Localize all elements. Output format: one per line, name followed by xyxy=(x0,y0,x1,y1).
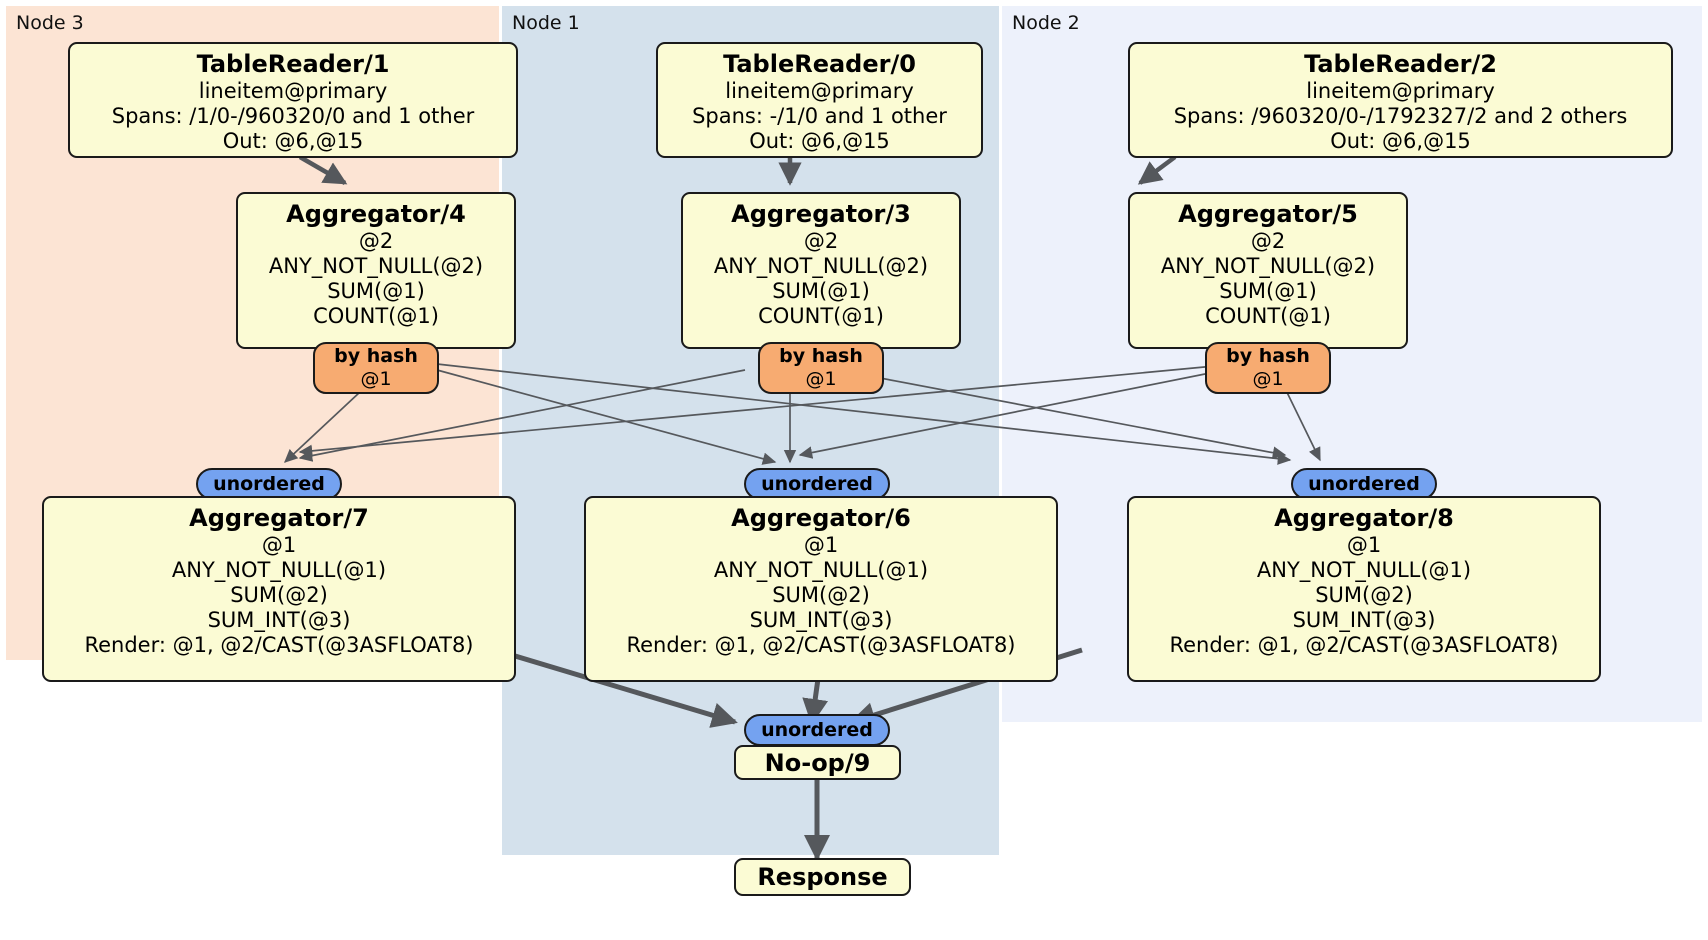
processor-line: Out: @6,@15 xyxy=(222,129,364,153)
processor-line: SUM_INT(@3) xyxy=(1292,608,1436,632)
processor-line: SUM(@1) xyxy=(1219,279,1317,303)
router-column-label: @1 xyxy=(360,368,392,390)
router-kind-label: by hash xyxy=(334,345,418,367)
processor-line: ANY_NOT_NULL(@2) xyxy=(1160,254,1376,278)
router-kind-label: unordered xyxy=(1308,473,1420,495)
processor-title: Aggregator/6 xyxy=(731,504,911,532)
processor-line: @2 xyxy=(803,229,839,253)
processor-title: Aggregator/3 xyxy=(731,200,911,228)
router-column-label: @1 xyxy=(1252,368,1284,390)
processor-aggregator-8[interactable]: Aggregator/8 @1 ANY_NOT_NULL(@1) SUM(@2)… xyxy=(1127,496,1601,682)
processor-line: lineitem@primary xyxy=(725,79,914,103)
processor-line: COUNT(@1) xyxy=(313,304,439,328)
processor-line: SUM(@2) xyxy=(230,583,328,607)
processor-line: ANY_NOT_NULL(@2) xyxy=(268,254,484,278)
input-synchronizer-unordered-center[interactable]: unordered xyxy=(744,468,890,500)
processor-line: Render: @1, @2/CAST(@3ASFLOAT8) xyxy=(84,633,474,657)
input-synchronizer-unordered-left[interactable]: unordered xyxy=(196,468,342,500)
router-kind-label: unordered xyxy=(761,473,873,495)
processor-line: @1 xyxy=(803,533,839,557)
processor-noop-9[interactable]: No-op/9 xyxy=(734,745,901,780)
router-kind-label: unordered xyxy=(213,473,325,495)
processor-line: Spans: /1/0-/960320/0 and 1 other xyxy=(111,104,475,128)
processor-line: SUM(@2) xyxy=(1315,583,1413,607)
processor-line: SUM_INT(@3) xyxy=(749,608,893,632)
processor-line: @2 xyxy=(358,229,394,253)
output-router-by-hash-aggregator-5[interactable]: by hash @1 xyxy=(1205,342,1331,394)
processor-line: Out: @6,@15 xyxy=(749,129,890,153)
processor-line: Spans: /960320/0-/1792327/2 and 2 others xyxy=(1173,104,1628,128)
processor-title: Aggregator/8 xyxy=(1274,504,1454,532)
processor-title: TableReader/0 xyxy=(723,50,916,78)
processor-title: Response xyxy=(757,863,888,891)
router-kind-label: unordered xyxy=(761,719,873,741)
router-kind-label: by hash xyxy=(1226,345,1310,367)
processor-line: ANY_NOT_NULL(@1) xyxy=(171,558,387,582)
processor-title: TableReader/2 xyxy=(1304,50,1497,78)
input-synchronizer-unordered-final[interactable]: unordered xyxy=(744,714,890,746)
processor-line: lineitem@primary xyxy=(198,79,388,103)
processor-line: SUM(@2) xyxy=(772,583,870,607)
output-router-by-hash-aggregator-3[interactable]: by hash @1 xyxy=(758,342,884,394)
processor-line: COUNT(@1) xyxy=(1205,304,1331,328)
processor-aggregator-7[interactable]: Aggregator/7 @1 ANY_NOT_NULL(@1) SUM(@2)… xyxy=(42,496,516,682)
processor-aggregator-3[interactable]: Aggregator/3 @2 ANY_NOT_NULL(@2) SUM(@1)… xyxy=(681,192,961,349)
node-panel-label-node2: Node 2 xyxy=(1012,12,1080,34)
processor-title: TableReader/1 xyxy=(196,50,390,78)
processor-line: SUM(@1) xyxy=(772,279,870,303)
processor-line: ANY_NOT_NULL(@2) xyxy=(713,254,929,278)
processor-table-reader-2[interactable]: TableReader/2 lineitem@primary Spans: /9… xyxy=(1128,42,1673,158)
processor-line: SUM_INT(@3) xyxy=(207,608,351,632)
processor-title: Aggregator/5 xyxy=(1178,200,1358,228)
processor-line: ANY_NOT_NULL(@1) xyxy=(713,558,929,582)
processor-line: @2 xyxy=(1250,229,1286,253)
processor-table-reader-0[interactable]: TableReader/0 lineitem@primary Spans: -/… xyxy=(656,42,983,158)
processor-title: Aggregator/7 xyxy=(189,504,369,532)
processor-aggregator-6[interactable]: Aggregator/6 @1 ANY_NOT_NULL(@1) SUM(@2)… xyxy=(584,496,1058,682)
processor-line: Render: @1, @2/CAST(@3ASFLOAT8) xyxy=(1169,633,1559,657)
processor-line: Out: @6,@15 xyxy=(1330,129,1471,153)
node-panel-label-node3: Node 3 xyxy=(16,12,84,34)
processor-line: lineitem@primary xyxy=(1306,79,1495,103)
processor-aggregator-5[interactable]: Aggregator/5 @2 ANY_NOT_NULL(@2) SUM(@1)… xyxy=(1128,192,1408,349)
router-kind-label: by hash xyxy=(779,345,863,367)
processor-line: @1 xyxy=(261,533,297,557)
output-router-by-hash-aggregator-4[interactable]: by hash @1 xyxy=(313,342,439,394)
processor-line: @1 xyxy=(1346,533,1382,557)
processor-line: Render: @1, @2/CAST(@3ASFLOAT8) xyxy=(626,633,1016,657)
processor-title: No-op/9 xyxy=(764,749,871,777)
processor-table-reader-1[interactable]: TableReader/1 lineitem@primary Spans: /1… xyxy=(68,42,518,158)
processor-title: Aggregator/4 xyxy=(286,200,466,228)
processor-line: COUNT(@1) xyxy=(758,304,884,328)
processor-aggregator-4[interactable]: Aggregator/4 @2 ANY_NOT_NULL(@2) SUM(@1)… xyxy=(236,192,516,349)
node-panel-label-node1: Node 1 xyxy=(512,12,580,34)
router-column-label: @1 xyxy=(805,368,837,390)
processor-line: SUM(@1) xyxy=(327,279,425,303)
processor-line: ANY_NOT_NULL(@1) xyxy=(1256,558,1472,582)
processor-line: Spans: -/1/0 and 1 other xyxy=(692,104,947,128)
processor-response[interactable]: Response xyxy=(734,858,911,896)
